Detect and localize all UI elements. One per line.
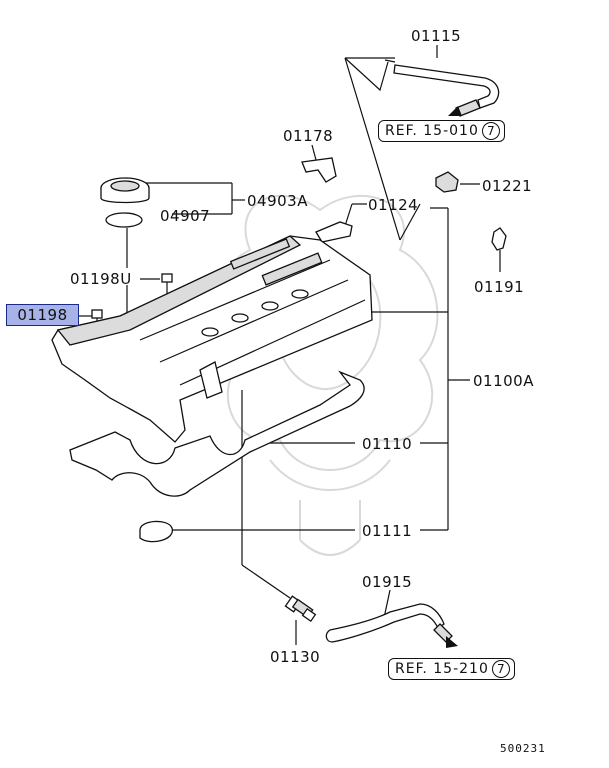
label-04907: 04907 [160,207,211,225]
grommet-01221 [435,171,459,193]
ref-bottom-circle: 7 [491,660,510,678]
label-01124: 01124 [368,196,419,214]
pcv-hose-top [393,64,500,117]
clamp-01191 [491,227,507,251]
valve-cover [51,235,373,443]
pcv-valve [284,595,317,623]
breather-hose-bottom [325,603,458,648]
label-01221: 01221 [482,177,533,195]
label-01110: 01110 [362,435,413,453]
label-01198-highlighted[interactable]: 01198 [6,304,79,326]
ref-top-text: REF. 15-010 [385,123,479,139]
clip-01178 [301,157,337,183]
figure-number: 500231 [500,742,546,755]
label-01178: 01178 [283,127,334,145]
cover-gasket [69,370,365,497]
label-01111: 01111 [362,522,413,540]
leader-lines [79,45,501,645]
label-01191: 01191 [474,278,525,296]
plug-gasket [139,520,173,543]
oil-filler-cap [100,177,150,204]
nipple-01124 [315,221,353,243]
ref-top-circle: 7 [481,122,500,140]
label-01100A: 01100A [473,372,534,390]
label-01915: 01915 [362,573,413,591]
ref-bottom-text: REF. 15-210 [395,661,489,677]
label-01130: 01130 [270,648,321,666]
label-04903A: 04903A [247,192,308,210]
label-01115: 01115 [411,27,462,45]
cap-gasket [105,212,143,228]
label-01198U: 01198U [70,270,132,288]
